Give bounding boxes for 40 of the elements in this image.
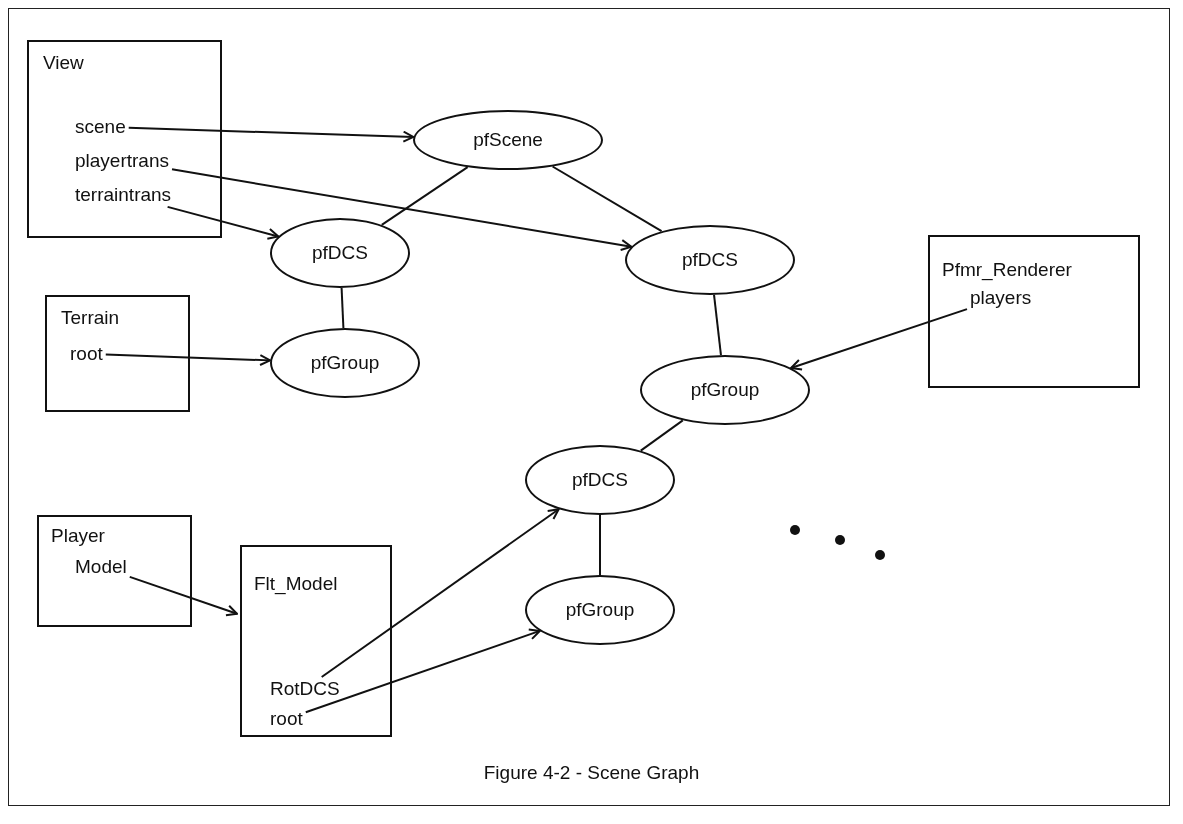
connector-line <box>599 514 601 576</box>
arrow <box>790 308 968 371</box>
node-label: pfDCS <box>572 469 628 491</box>
figure-caption: Figure 4-2 - Scene Graph <box>483 762 700 783</box>
arrow <box>171 168 633 251</box>
node-label: pfGroup <box>565 599 635 621</box>
node-label: pfDCS <box>312 242 368 264</box>
field-name: Model <box>75 556 127 578</box>
object-box <box>928 235 1140 388</box>
field-name: root <box>70 343 103 365</box>
node-label: pfDCS <box>682 249 738 271</box>
object-name: Player <box>51 525 105 547</box>
node-label: pfScene <box>473 129 543 151</box>
node-label: pfGroup <box>690 379 760 401</box>
arrow <box>104 353 272 366</box>
object-box <box>45 295 190 412</box>
field-name: terraintrans <box>75 184 172 206</box>
object-name: Pfmr_Renderer <box>942 259 1072 281</box>
arrow <box>304 628 541 714</box>
connector-line <box>551 165 663 233</box>
node-label: pfGroup <box>310 352 380 374</box>
object-name: View <box>43 52 84 74</box>
object-name: Flt_Model <box>254 573 338 595</box>
field-name: scene <box>75 116 126 138</box>
connector-line <box>340 287 345 329</box>
connector-line <box>380 166 469 226</box>
connector-line <box>639 419 684 452</box>
arrow <box>320 508 560 678</box>
arrow <box>128 575 238 617</box>
field-name: root <box>270 708 303 730</box>
arrow <box>166 205 280 240</box>
object-box <box>240 545 392 737</box>
field-name: RotDCS <box>270 678 340 700</box>
connector-line <box>713 293 722 357</box>
object-name: Terrain <box>61 307 120 329</box>
object-box <box>37 515 192 627</box>
field-name: players <box>970 287 1032 309</box>
object-box <box>27 40 222 238</box>
field-name: playertrans <box>75 150 169 172</box>
arrow <box>127 126 415 143</box>
